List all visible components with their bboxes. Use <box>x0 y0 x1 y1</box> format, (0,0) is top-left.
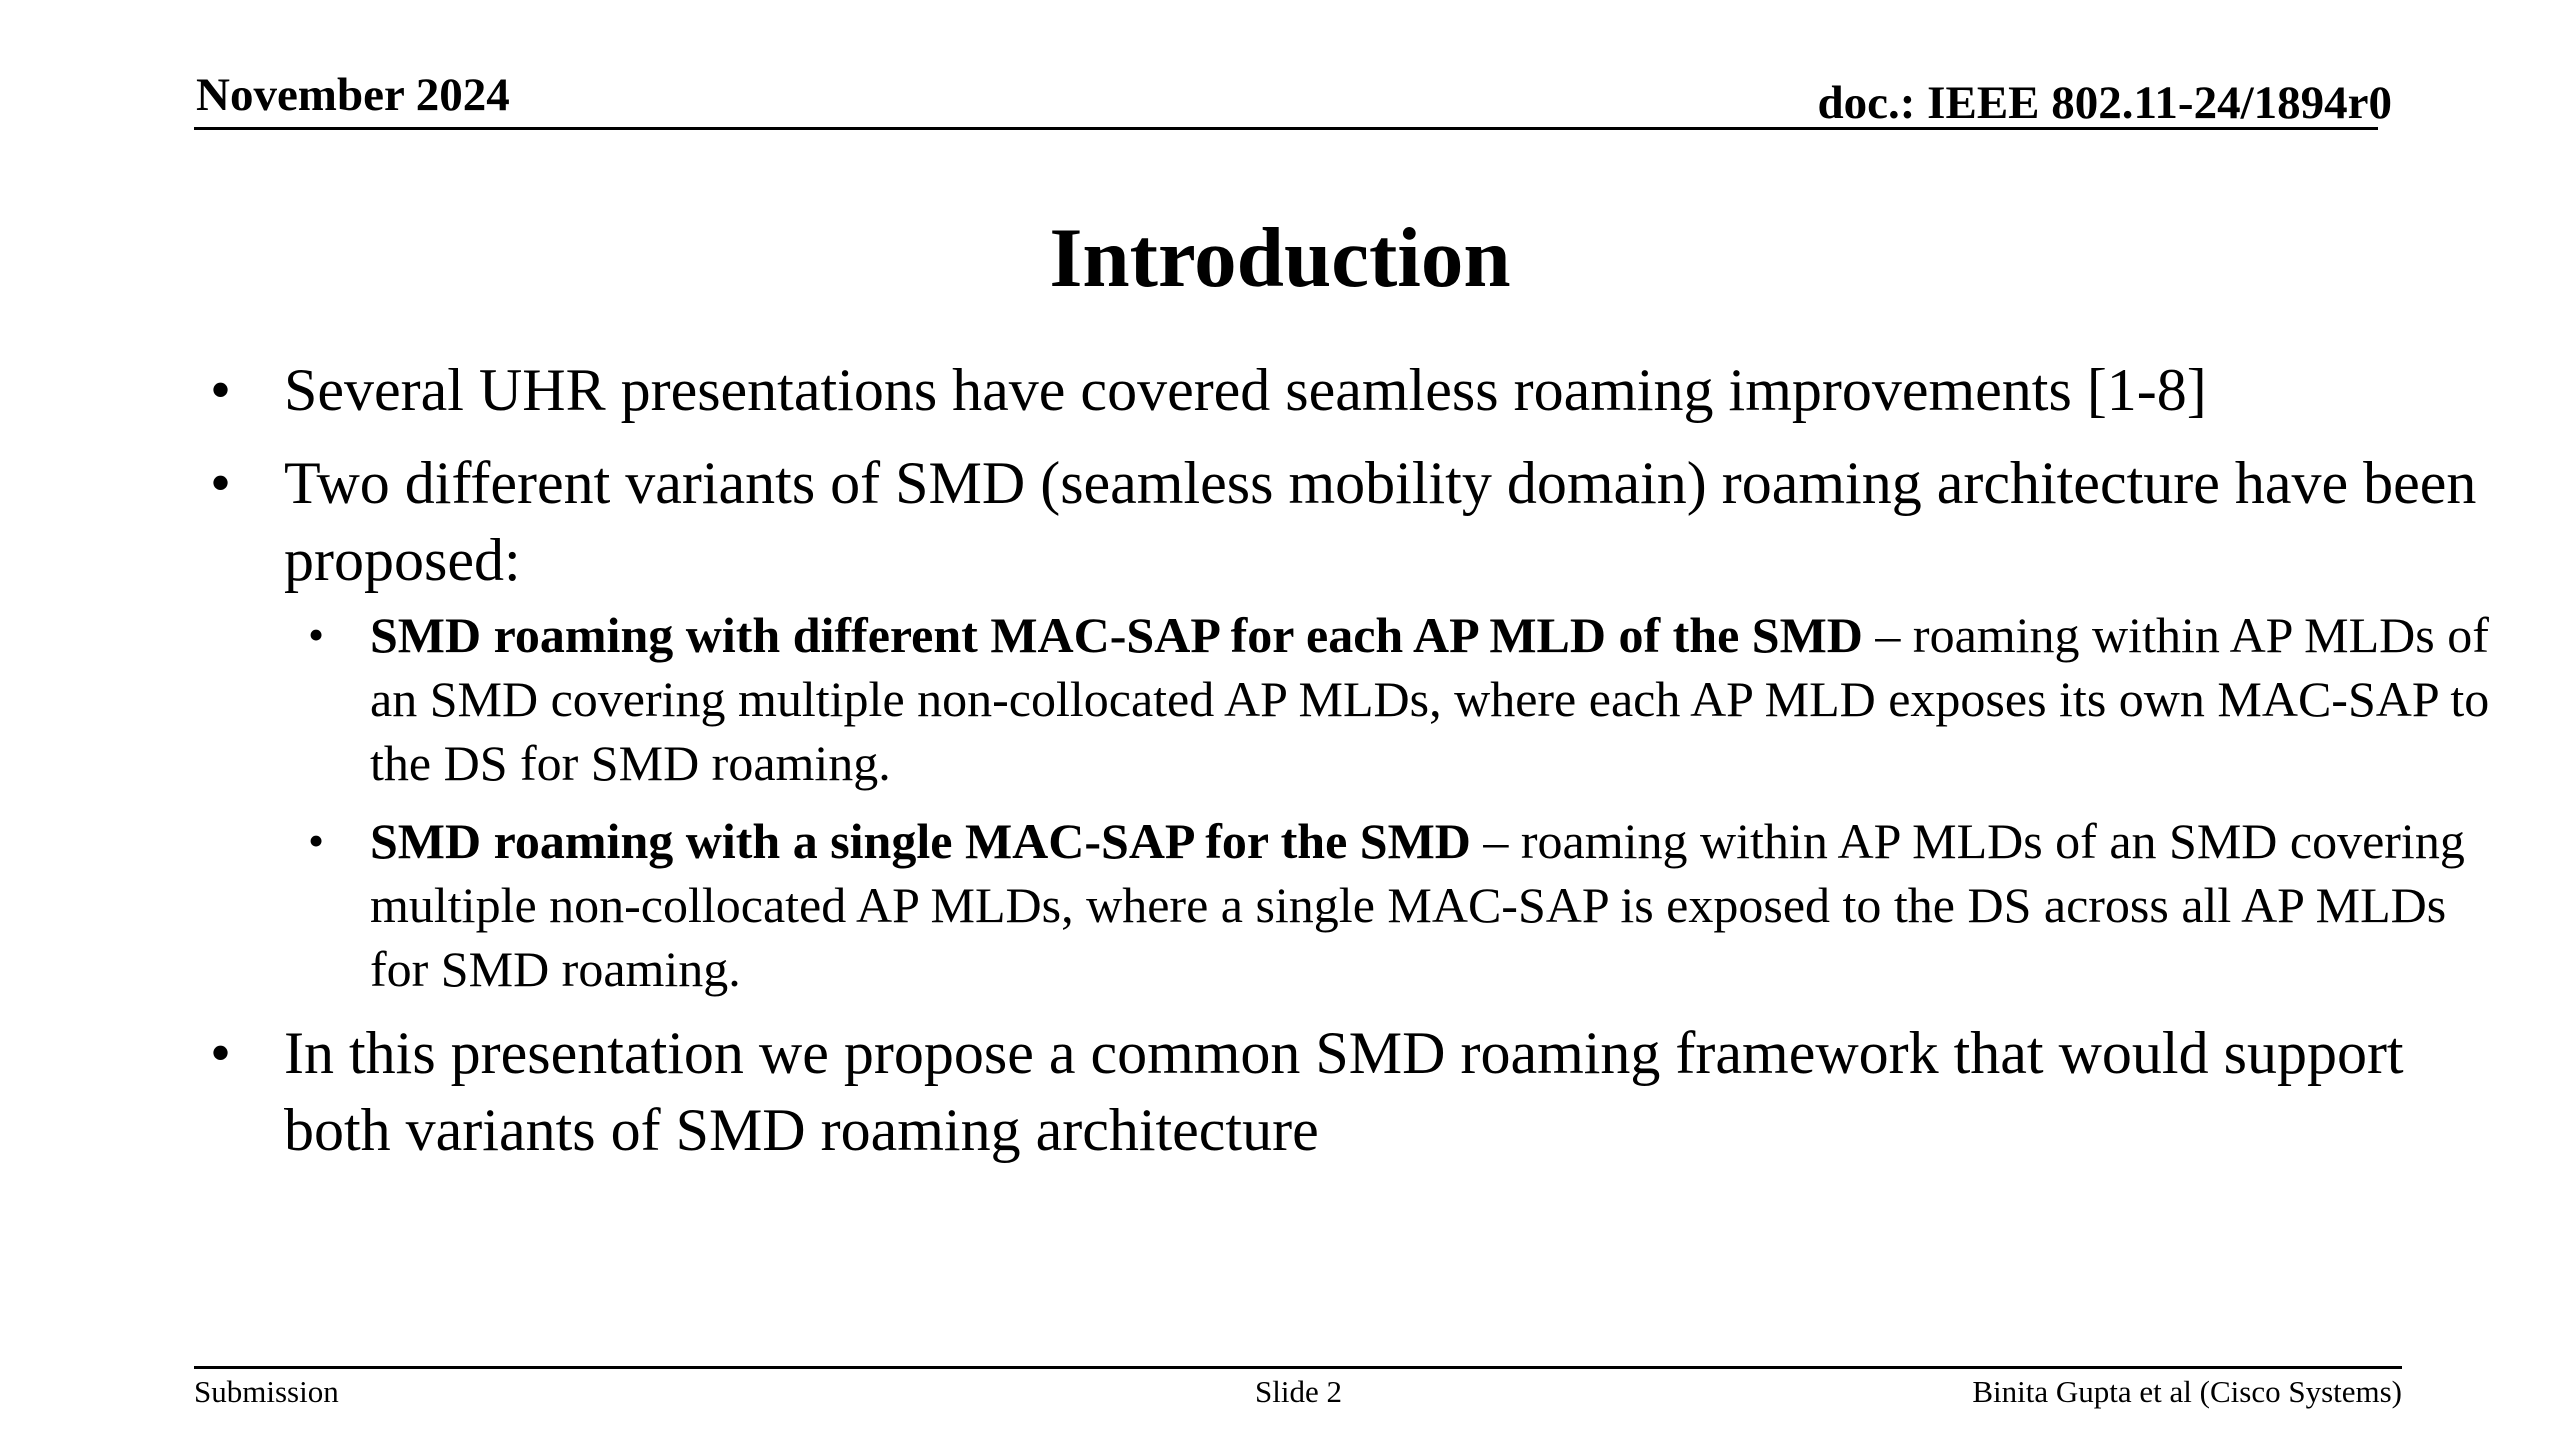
bullet-text: In this presentation we propose a common… <box>284 1020 2404 1163</box>
sub-bullet-bold-text: SMD roaming with different MAC-SAP for e… <box>370 607 1863 663</box>
bullet-text: Several UHR presentations have covered s… <box>284 357 2207 423</box>
bullet-icon: • <box>308 815 325 866</box>
bullet-icon: • <box>210 450 232 516</box>
header-divider <box>194 127 2378 130</box>
bullet-item: • Two different variants of SMD (seamles… <box>200 445 2500 599</box>
sub-bullet-bold-text: SMD roaming with a single MAC-SAP for th… <box>370 813 1471 869</box>
bullet-icon: • <box>308 609 325 660</box>
sub-bullet-text: – roaming within AP MLDs of an SMD cover… <box>370 813 2465 997</box>
bullet-icon: • <box>210 357 232 423</box>
slide-body: • Several UHR presentations have covered… <box>200 352 2500 1185</box>
bullet-text: Two different variants of SMD (seamless … <box>284 450 2477 593</box>
bullet-icon: • <box>210 1020 232 1086</box>
bullet-item: • Several UHR presentations have covered… <box>200 352 2500 429</box>
footer-divider <box>194 1366 2402 1369</box>
header-date: November 2024 <box>196 69 510 121</box>
sub-bullet-item: • SMD roaming with different MAC-SAP for… <box>200 603 2500 795</box>
footer-slide-number: Slide 2 <box>1255 1374 1342 1409</box>
footer-author: Binita Gupta et al (Cisco Systems) <box>1972 1374 2402 1409</box>
slide-title: Introduction <box>1049 211 1511 305</box>
bullet-item: • In this presentation we propose a comm… <box>200 1015 2500 1169</box>
header-doc-id: doc.: IEEE 802.11-24/1894r0 <box>1817 77 2392 129</box>
footer-submission: Submission <box>194 1374 339 1409</box>
sub-bullet-list: • SMD roaming with different MAC-SAP for… <box>200 603 2500 1001</box>
sub-bullet-item: • SMD roaming with a single MAC-SAP for … <box>200 809 2500 1001</box>
sub-bullet-text: – roaming within AP MLDs of an SMD cover… <box>370 607 2490 791</box>
